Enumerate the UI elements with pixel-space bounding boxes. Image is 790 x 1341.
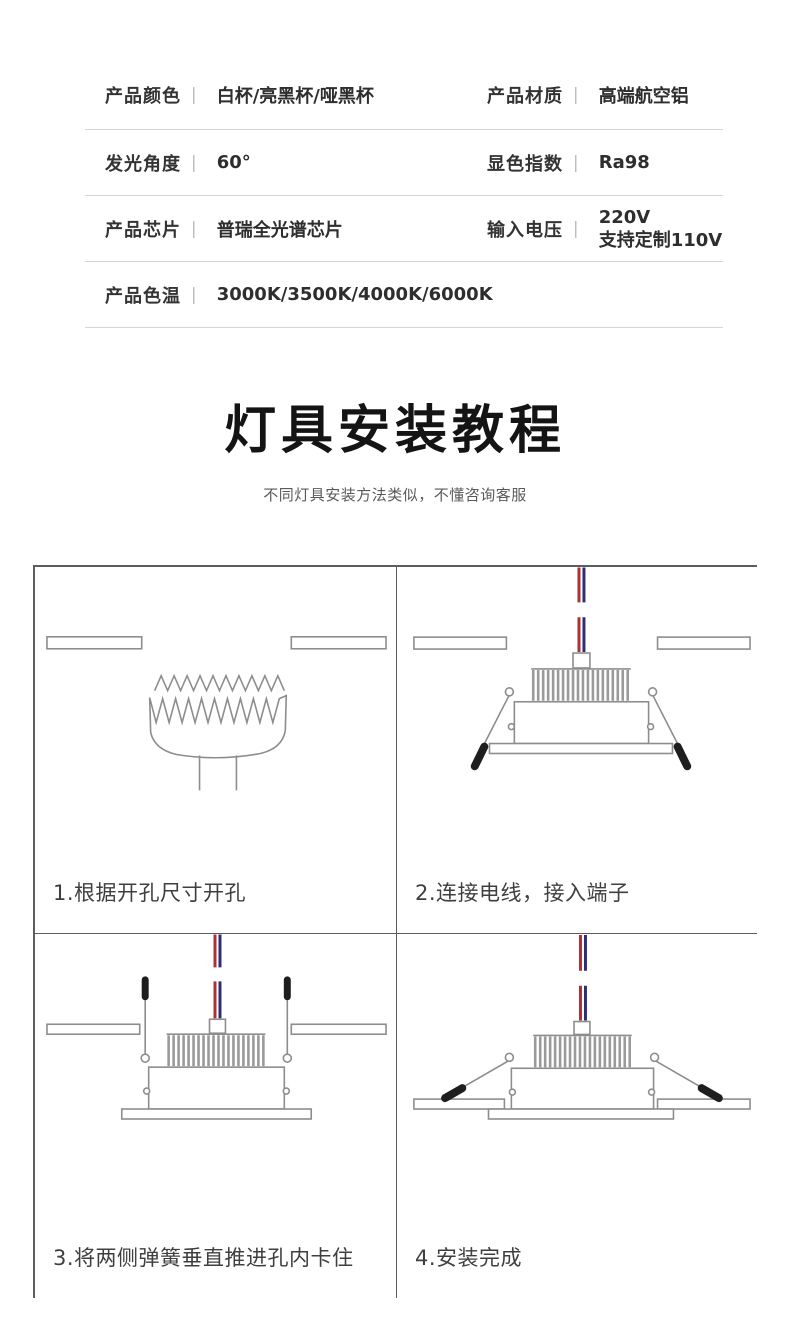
step-caption: 3.将两侧弹簧垂直推进孔内卡住 xyxy=(53,1246,354,1270)
spec-beam-angle: 发光角度 | 60° xyxy=(85,150,487,176)
spec-cct: 产品色温 | 3000K/3500K/4000K/6000K xyxy=(85,282,493,308)
step-panel-3: 3.将两侧弹簧垂直推进孔内卡住 xyxy=(35,934,397,1298)
spec-row-1: 产品颜色 | 白杯/亮黑杯/哑黑杯 产品材质 | 高端航空铝 xyxy=(85,60,723,130)
spec-value: 60° xyxy=(216,152,251,173)
spec-label: 产品材质 xyxy=(487,85,563,107)
spec-separator: | xyxy=(191,152,196,173)
spec-color: 产品颜色 | 白杯/亮黑杯/哑黑杯 xyxy=(85,82,487,108)
spec-value: 普瑞全光谱芯片 xyxy=(216,219,343,241)
step-panel-1: 1.根据开孔尺寸开孔 xyxy=(35,567,397,934)
spec-value: 白杯/亮黑杯/哑黑杯 xyxy=(216,85,374,107)
downlight-installed-diagram xyxy=(413,935,751,1120)
spec-table: 产品颜色 | 白杯/亮黑杯/哑黑杯 产品材质 | 高端航空铝 发光角度 | 60… xyxy=(85,60,723,328)
spec-separator: | xyxy=(191,84,196,105)
hole-saw-diagram xyxy=(46,636,387,791)
spec-label: 产品芯片 xyxy=(105,219,181,241)
spec-separator: | xyxy=(191,284,196,305)
voltage-secondary: 支持定制110V xyxy=(598,229,723,251)
spec-row-4: 产品色温 | 3000K/3500K/4000K/6000K xyxy=(85,262,723,328)
spec-label: 产品色温 xyxy=(105,285,181,307)
spec-cri: 显色指数 | Ra98 xyxy=(487,150,723,176)
step-panel-4: 4.安装完成 xyxy=(397,934,757,1298)
spec-material: 产品材质 | 高端航空铝 xyxy=(487,82,723,108)
step-caption: 2.连接电线，接入端子 xyxy=(415,881,630,905)
spec-label: 显色指数 xyxy=(487,153,563,175)
spec-label: 发光角度 xyxy=(105,153,181,175)
spec-value: 高端航空铝 xyxy=(598,85,689,107)
downlight-springs-up-diagram xyxy=(46,934,387,1120)
tutorial-title: 灯具安装教程 xyxy=(223,401,566,461)
spec-value: 3000K/3500K/4000K/6000K xyxy=(216,284,493,305)
spec-separator: | xyxy=(573,218,578,239)
spec-row-2: 发光角度 | 60° 显色指数 | Ra98 xyxy=(85,130,723,196)
installation-steps-grid: 1.根据开孔尺寸开孔 2.连接电线，接入 xyxy=(33,565,757,1298)
spec-value: Ra98 xyxy=(598,152,650,173)
voltage-primary: 220V xyxy=(598,206,651,228)
step-caption: 1.根据开孔尺寸开孔 xyxy=(53,881,247,905)
step-caption: 4.安装完成 xyxy=(415,1246,523,1270)
spec-chip: 产品芯片 | 普瑞全光谱芯片 xyxy=(85,216,487,242)
step-panel-2: 2.连接电线，接入端子 xyxy=(397,567,757,934)
downlight-wiring-diagram xyxy=(413,567,751,771)
spec-separator: | xyxy=(573,84,578,105)
tutorial-subtitle: 不同灯具安装方法类似，不懂咨询客服 xyxy=(263,486,527,504)
spec-separator: | xyxy=(191,218,196,239)
spec-label: 产品颜色 xyxy=(105,85,181,107)
spec-label: 输入电压 xyxy=(487,219,563,241)
spec-separator: | xyxy=(573,152,578,173)
